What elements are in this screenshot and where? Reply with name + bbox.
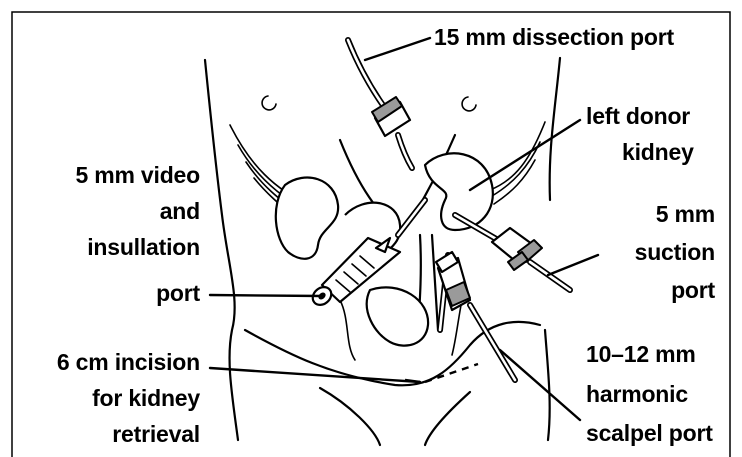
ureter-left <box>340 300 355 360</box>
label-harmonic-port-3: scalpel port <box>586 420 713 446</box>
label-harmonic-port-1: 10–12 mm <box>586 341 696 367</box>
groin-right <box>425 392 470 445</box>
label-video-port-3: insullation <box>87 234 200 260</box>
rib-right-3 <box>494 160 535 204</box>
leader-harmonic-port <box>500 350 580 420</box>
label-harmonic-port-2: harmonic <box>586 381 688 407</box>
leader-donor-kidney <box>470 120 580 190</box>
torso-right-lower-edge <box>545 330 550 440</box>
suction-port <box>455 215 570 290</box>
groin-left <box>320 388 380 445</box>
leader-dissection-port <box>365 38 430 60</box>
label-video-port-1: 5 mm video <box>75 162 200 188</box>
leader-video-port <box>210 295 322 296</box>
label-suction-port-1: 5 mm <box>656 201 715 227</box>
label-donor-kidney-2: kidney <box>622 139 694 165</box>
label-donor-kidney-1: left donor <box>586 103 690 129</box>
label-incision-2: for kidney <box>92 385 200 411</box>
label-dissection-port: 15 mm dissection port <box>434 24 674 50</box>
torso-left-edge <box>205 60 238 440</box>
nipple-left <box>262 96 276 110</box>
vessel-2 <box>432 235 438 330</box>
label-incision-3: retrieval <box>112 421 200 447</box>
label-video-port-2: and <box>160 198 200 224</box>
label-suction-port-3: port <box>671 277 715 303</box>
harmonic-port <box>436 252 515 380</box>
leader-incision <box>210 368 420 382</box>
label-suction-port-2: suction <box>635 239 715 265</box>
leader-suction-port <box>548 255 598 275</box>
label-incision-1: 6 cm incision <box>57 349 200 375</box>
torso-right-edge <box>550 58 560 200</box>
dissection-port <box>348 40 412 168</box>
nipple-right <box>462 97 476 111</box>
right-kidney <box>276 178 338 259</box>
label-video-port-4: port <box>156 280 200 306</box>
rib-right-1 <box>490 122 545 190</box>
bowel-loop <box>367 287 428 345</box>
